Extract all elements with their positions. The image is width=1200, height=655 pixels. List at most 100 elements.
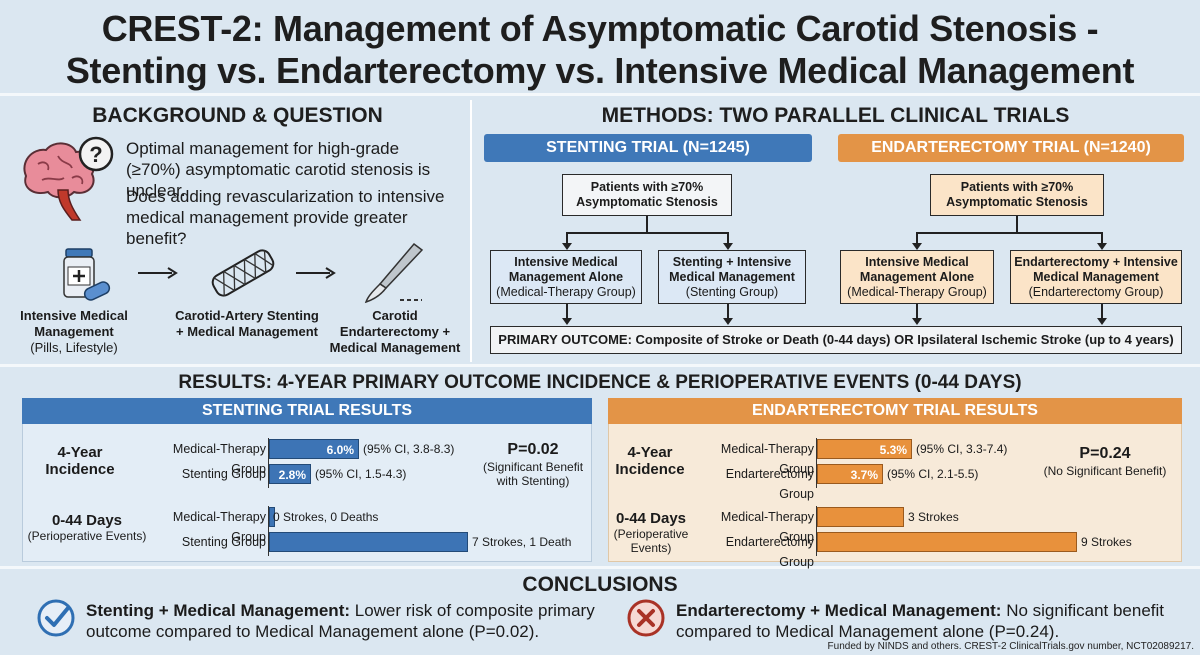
option-stenting: Carotid-Artery Stenting + Medical Manage… [172, 308, 322, 340]
conclusion-stenting-bold: Stenting + Medical Management: [86, 601, 351, 620]
endarterectomy-medical-arm-box: Intensive Medical Management Alone (Medi… [840, 250, 994, 304]
arrow-icon [138, 266, 178, 279]
connector [916, 304, 918, 318]
option-stenting-label: Carotid-Artery Stenting + Medical Manage… [175, 308, 319, 339]
divider [0, 364, 1200, 367]
scalpel-icon [360, 240, 430, 304]
divider [470, 100, 472, 362]
bar [269, 507, 275, 527]
arrow-down-icon [1097, 243, 1107, 250]
stenting-results-header: STENTING TRIAL RESULTS [22, 398, 592, 424]
arrow-down-icon [912, 318, 922, 325]
chart-axis [816, 438, 817, 488]
check-circle-icon [36, 598, 76, 638]
stenting-population-box: Patients with ≥70% Asymptomatic Stenosis [562, 174, 732, 216]
footer-note: Funded by NINDS and others. CREST-2 Clin… [827, 641, 1194, 652]
conclusion-stenting: Stenting + Medical Management: Lower ris… [86, 600, 606, 642]
connector [1101, 232, 1103, 244]
arrow-down-icon [1097, 318, 1107, 325]
x-circle-icon [626, 598, 666, 638]
option-medical: Intensive Medical Management (Pills, Lif… [14, 308, 134, 356]
bar: 6.0% [269, 439, 359, 459]
arrow-down-icon [562, 243, 572, 250]
chart-axis [816, 506, 817, 556]
conclusion-endarterectomy-text: No significant benefit compared to Medic… [676, 601, 1165, 641]
option-endarterectomy-label: Carotid Endarterectomy + Medical Managem… [329, 308, 461, 355]
title-line-2: Stenting vs. Endarterectomy vs. Intensiv… [65, 50, 1135, 91]
stenting-trial-header: STENTING TRIAL (N=1245) [484, 134, 812, 162]
connector [916, 232, 918, 244]
conclusion-endarterectomy-bold: Endarterectomy + Medical Management: [676, 601, 1002, 620]
bar-value-label: 9 Strokes [1081, 535, 1132, 549]
bar-category-label: Stenting Group [181, 467, 266, 481]
stenting-population-text: Patients with ≥70% Asymptomatic Stenosis [576, 180, 718, 209]
bar [817, 532, 1077, 552]
endarterectomy-p-bold: P=0.24 [1079, 445, 1131, 462]
chart-axis [268, 438, 269, 488]
bar-ci-label: (95% CI, 1.5-4.3) [315, 467, 407, 481]
endarterectomy-periop-label: 0-44 Days [615, 510, 687, 527]
endarterectomy-trial-header: ENDARTERECTOMY TRIAL (N=1240) [838, 134, 1184, 162]
bar-category-label: Medical-Therapy Group [172, 442, 266, 476]
stenting-arm-sub: (Stenting Group) [685, 284, 779, 299]
endarterectomy-4yr-label: 4-Year Incidence [615, 444, 685, 478]
bar-category-label: Endarterectomy Group [725, 467, 814, 501]
divider [0, 93, 1200, 96]
option-medical-label: Intensive Medical Management [20, 308, 128, 339]
connector [566, 232, 728, 234]
option-medical-sub: (Pills, Lifestyle) [30, 340, 118, 355]
bar-category-label: Medical-Therapy Group [720, 442, 814, 476]
endarterectomy-medical-arm-sub: (Medical-Therapy Group) [847, 284, 987, 299]
stenting-p-value: P=0.02 (Significant Benefit with Stentin… [478, 440, 588, 488]
bar: 2.8% [269, 464, 311, 484]
conclusion-endarterectomy: Endarterectomy + Medical Management: No … [676, 600, 1176, 642]
stent-icon [205, 244, 281, 302]
bar-value-label: 3 Strokes [908, 510, 959, 524]
connector [727, 304, 729, 318]
endarterectomy-arm-box: Endarterectomy + Intensive Medical Manag… [1010, 250, 1182, 304]
chart-axis [268, 506, 269, 556]
connector [727, 232, 729, 244]
stenting-arm-label: Stenting + Intensive Medical Management [669, 254, 795, 284]
endarterectomy-arm-sub: (Endarterectomy Group) [1028, 284, 1164, 299]
stenting-medical-arm-box: Intensive Medical Management Alone (Medi… [490, 250, 642, 304]
stenting-periop-sub: (Perioperative Events) [27, 529, 147, 543]
endarterectomy-population-text: Patients with ≥70% Asymptomatic Stenosis [946, 180, 1088, 209]
arrow-icon [296, 266, 336, 279]
methods-heading: METHODS: TWO PARALLEL CLINICAL TRIALS [601, 104, 1070, 127]
arrow-down-icon [912, 243, 922, 250]
background-heading: BACKGROUND & QUESTION [92, 104, 383, 127]
endarterectomy-arm-label: Endarterectomy + Intensive Medical Manag… [1014, 254, 1178, 284]
endarterectomy-population-box: Patients with ≥70% Asymptomatic Stenosis [930, 174, 1104, 216]
conclusion-stenting-text: Lower risk of composite primary outcome … [86, 601, 595, 641]
bar [269, 532, 468, 552]
page-title: CREST-2: Management of Asymptomatic Caro… [0, 8, 1200, 92]
arrow-down-icon [562, 318, 572, 325]
bar-value-label: 7 Strokes, 1 Death [472, 535, 572, 549]
stenting-periop-label: 0-44 Days [51, 512, 123, 529]
endarterectomy-p-sub: (No Significant Benefit) [1043, 464, 1167, 478]
connector [1016, 216, 1018, 232]
results-heading: RESULTS: 4-YEAR PRIMARY OUTCOME INCIDENC… [178, 372, 1022, 393]
bar-category-label: Medical-Therapy Group [172, 510, 266, 544]
bar-category-label: Stenting Group [181, 535, 266, 549]
conclusions-heading: CONCLUSIONS [522, 573, 678, 596]
endarterectomy-medical-arm-label: Intensive Medical Management Alone [859, 254, 975, 284]
connector [646, 216, 648, 232]
background-text-1: Optimal management for high-grade (≥70%)… [126, 139, 431, 200]
title-line-1: CREST-2: Management of Asymptomatic Caro… [101, 8, 1099, 49]
bar [817, 507, 904, 527]
connector [566, 304, 568, 318]
bar-ci-label: (95% CI, 2.1-5.5) [887, 467, 979, 481]
stenting-p-bold: P=0.02 [507, 441, 559, 458]
arrow-down-icon [723, 243, 733, 250]
stenting-periop-label-block: 0-44 Days (Perioperative Events) [24, 512, 150, 543]
stenting-4yr-label: 4-Year Incidence [45, 444, 115, 478]
pill-bottle-icon [58, 245, 112, 305]
endarterectomy-results-header: ENDARTERECTOMY TRIAL RESULTS [608, 398, 1182, 424]
connector [566, 232, 568, 244]
bar-ci-label: (95% CI, 3.8-8.3) [363, 442, 455, 456]
